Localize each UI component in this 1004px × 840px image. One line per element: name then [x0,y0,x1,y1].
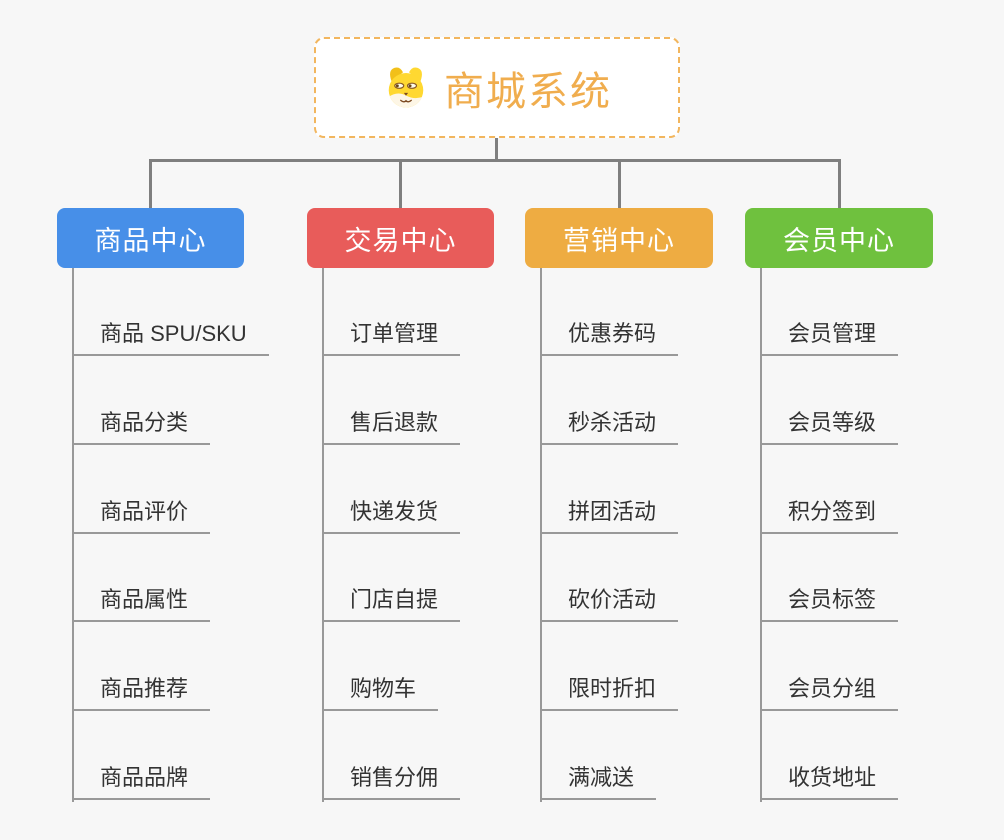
connector-drop [838,159,841,208]
leaf-topic[interactable]: 优惠券码 [540,312,679,356]
connector-root-stub [495,138,498,162]
leaf-topic[interactable]: 会员分组 [760,667,899,711]
branch-trunk-line [540,268,542,802]
leaf-topic[interactable]: 商品分类 [72,401,211,445]
leaf-topic[interactable]: 商品推荐 [72,667,211,711]
branch-trunk-line [322,268,324,802]
leaf-topic[interactable]: 商品评价 [72,490,211,534]
root-topic[interactable]: 商城系统 [314,37,680,138]
connector-drop [618,159,621,208]
leaf-topic[interactable]: 快递发货 [322,490,461,534]
dog-icon [382,64,430,112]
leaf-topic[interactable]: 限时折扣 [540,667,679,711]
leaf-topic[interactable]: 购物车 [322,667,439,711]
branch-trade-center[interactable]: 交易中心 [307,208,494,268]
leaf-topic[interactable]: 收货地址 [760,756,899,800]
leaf-topic[interactable]: 商品品牌 [72,756,211,800]
branch-trunk-line [760,268,762,802]
leaf-topic[interactable]: 积分签到 [760,490,899,534]
branch-trunk-line [72,268,74,802]
leaf-topic[interactable]: 商品属性 [72,578,211,622]
leaf-topic[interactable]: 会员标签 [760,578,899,622]
leaf-topic[interactable]: 售后退款 [322,401,461,445]
connector-drop [399,159,402,208]
leaf-topic[interactable]: 商品 SPU/SKU [72,312,269,356]
leaf-topic[interactable]: 会员等级 [760,401,899,445]
leaf-topic[interactable]: 砍价活动 [540,578,679,622]
leaf-topic[interactable]: 满减送 [540,756,657,800]
leaf-topic[interactable]: 订单管理 [322,312,461,356]
connector-drop [149,159,152,208]
branch-marketing-center[interactable]: 营销中心 [525,208,713,268]
root-title: 商城系统 [444,69,612,114]
leaf-topic[interactable]: 会员管理 [760,312,899,356]
branch-product-center[interactable]: 商品中心 [57,208,244,268]
branch-member-center[interactable]: 会员中心 [745,208,933,268]
leaf-topic[interactable]: 拼团活动 [540,490,679,534]
leaf-topic[interactable]: 销售分佣 [322,756,461,800]
leaf-topic[interactable]: 门店自提 [322,578,461,622]
leaf-topic[interactable]: 秒杀活动 [540,401,679,445]
connector-bar [149,159,841,162]
